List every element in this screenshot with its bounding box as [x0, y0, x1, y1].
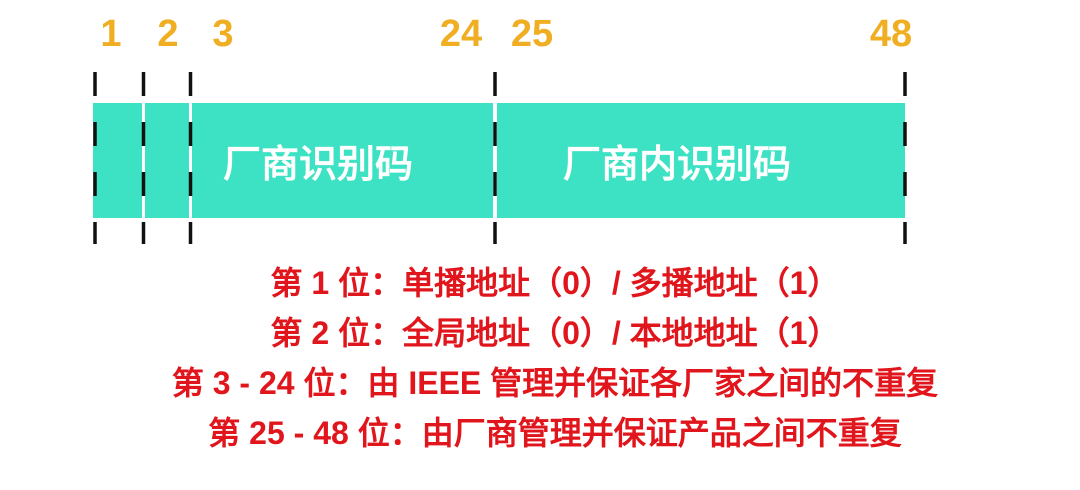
bit-2-cell [145, 103, 189, 218]
description-bit-1: 第 1 位：单播地址（0）/ 多播地址（1） [270, 265, 840, 301]
description-bits-3-24: 第 3 - 24 位：由 IEEE 管理并保证各厂家之间的不重复 [171, 365, 939, 401]
bit-label-1: 1 [100, 13, 122, 55]
description-bits-25-48: 第 25 - 48 位：由厂商管理并保证产品之间不重复 [208, 415, 902, 451]
oui-segment-label: 厂商识别码 [222, 142, 414, 186]
bit-label-3: 3 [212, 13, 234, 55]
bit-label-25: 25 [510, 13, 554, 55]
bit-1-cell [93, 103, 142, 218]
bit-label-24: 24 [439, 13, 483, 55]
bit-label-2: 2 [157, 13, 179, 55]
bit-descriptions: 第 1 位：单播地址（0）/ 多播地址（1） 第 2 位：全局地址（0）/ 本地… [30, 258, 1080, 458]
bit-boundary-dividers [93, 72, 907, 244]
nic-segment-label: 厂商内识别码 [562, 142, 792, 186]
nic-segment [497, 103, 905, 218]
bit-label-48: 48 [869, 13, 913, 55]
oui-segment [192, 103, 493, 218]
description-bit-2: 第 2 位：全局地址（0）/ 本地地址（1） [270, 315, 840, 351]
